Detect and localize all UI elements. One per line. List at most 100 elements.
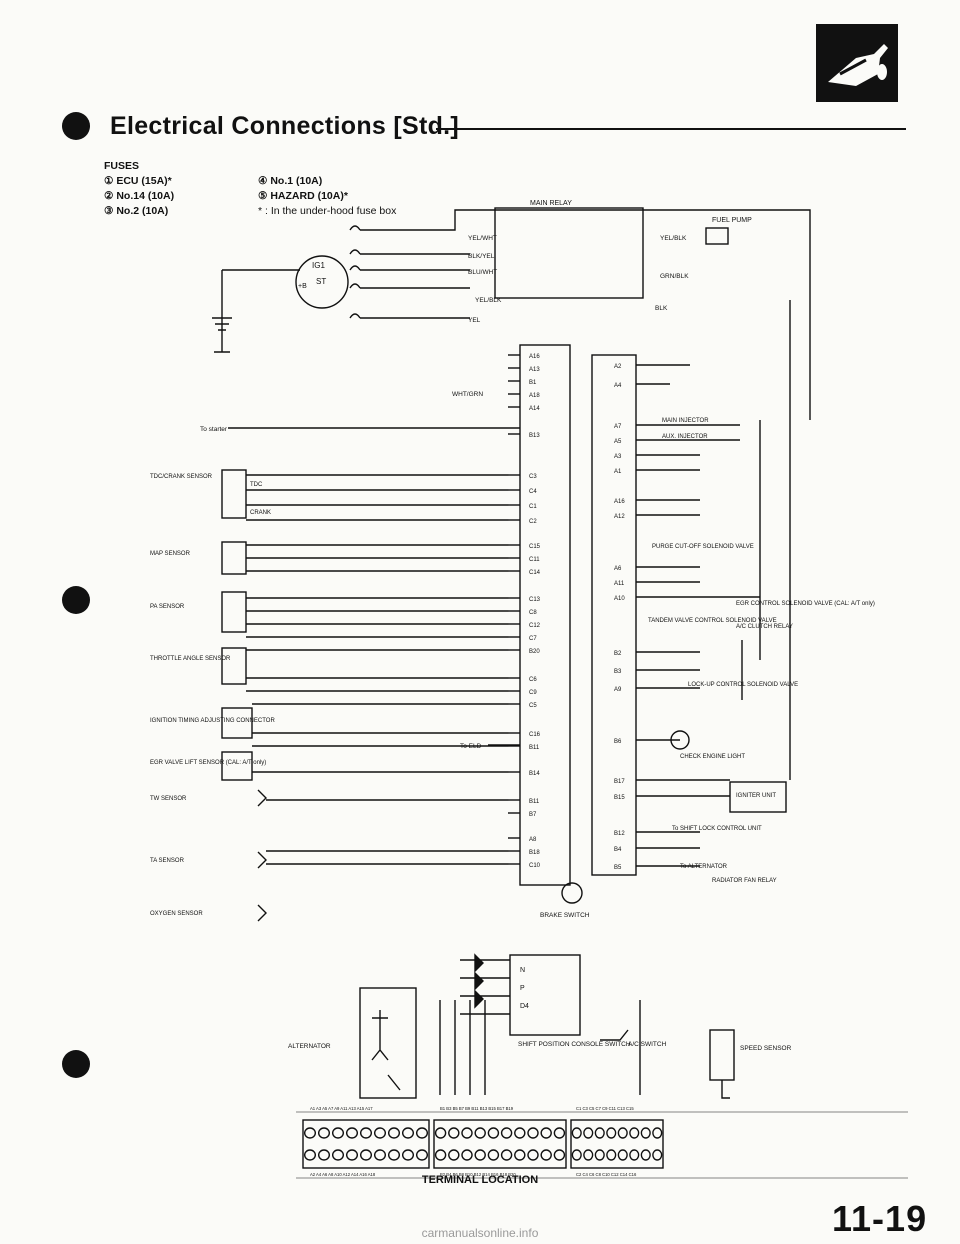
- terminal-pin: [553, 1149, 566, 1161]
- ecu-pin-label: C15: [529, 544, 541, 550]
- watermark: carmanualsonline.info: [421, 1226, 539, 1240]
- margin-bullet-1: [62, 586, 90, 614]
- component-label: To ALTERNATOR: [680, 864, 728, 870]
- terminal-pin: [540, 1127, 552, 1139]
- terminal-pin: [448, 1149, 460, 1161]
- thermistor-icon: [257, 789, 267, 807]
- terminal-pin: [474, 1149, 486, 1161]
- wire-label: BLK/YEL: [468, 253, 495, 260]
- terminal-pin: [474, 1127, 486, 1139]
- terminal-pin: [415, 1127, 429, 1139]
- terminal-pin: [487, 1149, 500, 1161]
- ecu-pin-label: B12: [614, 831, 625, 837]
- wire-label: GRN/BLK: [660, 273, 689, 280]
- component-label: A/C CLUTCH RELAY: [736, 624, 793, 630]
- brake-switch-symbol: [561, 882, 583, 904]
- ecu-pin-label: C10: [529, 863, 541, 869]
- ecu-pin-label: C4: [529, 489, 537, 495]
- terminal-pin: [514, 1127, 526, 1139]
- terminal-pin: [640, 1127, 651, 1139]
- terminal-label-bottom-a: A2 A4 A6 A8 A10 A12 A14 A16 A18: [310, 1172, 376, 1177]
- sensor-label: TA SENSOR: [150, 858, 185, 864]
- shift-n-label: N: [520, 967, 525, 974]
- plus-b-label: +B: [298, 283, 307, 290]
- terminal-pin: [387, 1149, 401, 1161]
- sensor-box: [221, 707, 253, 739]
- ecu-pin-label: A7: [614, 424, 622, 430]
- alternator-label: ALTERNATOR: [288, 1043, 331, 1050]
- sensor-label: TW SENSOR: [150, 796, 187, 802]
- terminal-pin: [629, 1127, 640, 1139]
- fuel-pump-label: FUEL PUMP: [712, 217, 752, 224]
- ecu-pin-label: A12: [614, 514, 625, 520]
- terminal-pin: [617, 1127, 628, 1139]
- ecu-pin-label: A8: [529, 837, 537, 843]
- fuse-item: ① ECU (15A)*: [104, 175, 172, 187]
- terminal-label-top-c: C1 C3 C5 C7 C9 C11 C13 C15: [576, 1106, 634, 1111]
- ecu-pin-label: B17: [614, 779, 625, 785]
- ac-switch-symbol: [600, 1029, 629, 1041]
- terminal-pin: [303, 1127, 317, 1139]
- fuse-list-left: FUSES ① ECU (15A)* ② No.14 (10A) ③ No.2 …: [104, 159, 174, 219]
- fuse-list-right: ④ No.1 (10A) ⑤ HAZARD (10A)* * : In the …: [258, 174, 396, 219]
- sensor-label: TDC/CRANK SENSOR: [150, 474, 213, 480]
- page-title: Electrical Connections [Std.]: [110, 112, 460, 140]
- component-label: PURGE CUT-OFF SOLENOID VALVE: [652, 544, 754, 550]
- ecu-pin-label: A4: [614, 383, 622, 389]
- wire-label: YEL: [468, 317, 481, 324]
- ecu-connector-left: [519, 344, 571, 886]
- terminal-pin: [553, 1127, 566, 1139]
- ecu-pin-label: C13: [529, 597, 541, 603]
- title-bullet: [62, 112, 90, 140]
- ecu-pin-label: B15: [614, 795, 625, 801]
- terminal-pin: [571, 1149, 582, 1161]
- ecu-pin-label: A2: [614, 364, 622, 370]
- title-rule: [436, 128, 906, 130]
- terminal-pin: [487, 1127, 500, 1139]
- ecu-pin-label: B4: [614, 847, 622, 853]
- terminal-pin: [387, 1127, 401, 1139]
- ecu-pin-label: C2: [529, 519, 537, 525]
- ecu-pins-right: A2A4A7A5A3A1A16A12A6A11A10B2B3A9B6B17B15…: [614, 364, 625, 871]
- terminal-pin: [373, 1149, 387, 1161]
- sensor-label: MAP SENSOR: [150, 551, 191, 557]
- terminal-pin: [583, 1149, 594, 1161]
- engine-oil-icon: [828, 44, 888, 86]
- component-label: LOCK-UP CONTROL SOLENOID VALVE: [688, 682, 798, 688]
- terminal-location-title: TERMINAL LOCATION: [421, 1174, 539, 1186]
- terminal-pin: [527, 1127, 539, 1139]
- sensor-label: THROTTLE ANGLE SENSOR: [150, 656, 231, 662]
- ecu-pin-label: C14: [529, 570, 541, 576]
- terminal-pin-dots: [303, 1127, 663, 1161]
- terminal-pin: [527, 1149, 539, 1161]
- ecu-pin-label: B20: [529, 649, 540, 655]
- ecu-pin-label: A6: [614, 566, 622, 572]
- fuse-heading: FUSES: [104, 160, 140, 172]
- main-relay-box: [494, 207, 644, 299]
- shift-switch-label: SHIFT POSITION CONSOLE SWITCH: [518, 1041, 631, 1048]
- terminal-pin: [448, 1127, 460, 1139]
- terminal-pin: [345, 1149, 359, 1161]
- brake-switch-label: BRAKE SWITCH: [540, 912, 590, 919]
- speed-sensor-label: SPEED SENSOR: [740, 1045, 792, 1052]
- terminal-pin: [359, 1127, 373, 1139]
- starter-label: To starter: [200, 426, 228, 433]
- ecu-pin-label: C8: [529, 610, 537, 616]
- wire-label: YEL/BLK: [475, 297, 502, 304]
- terminal-label-bottom-b: B2 B4 B6 B8 B10 B12 B14 B16 B18 B20: [440, 1172, 516, 1177]
- terminal-pin: [461, 1127, 473, 1139]
- tdc-label: TDC: [250, 482, 263, 488]
- terminal-pin: [629, 1149, 640, 1161]
- terminal-pin: [540, 1149, 552, 1161]
- component-label: To SHIFT LOCK CONTROL UNIT: [672, 826, 762, 832]
- terminal-pin: [331, 1127, 345, 1139]
- section-tab-icon: [816, 24, 898, 102]
- ecu-pin-label: C6: [529, 677, 537, 683]
- ecu-pin-label: A14: [529, 406, 540, 412]
- terminal-label-top-b: B1 B3 B5 B7 B9 B11 B13 B15 B17 B19: [440, 1106, 514, 1111]
- terminal-pin: [359, 1149, 373, 1161]
- fuse-item: ② No.14 (10A): [104, 190, 175, 202]
- ecu-pin-label: A9: [614, 687, 622, 693]
